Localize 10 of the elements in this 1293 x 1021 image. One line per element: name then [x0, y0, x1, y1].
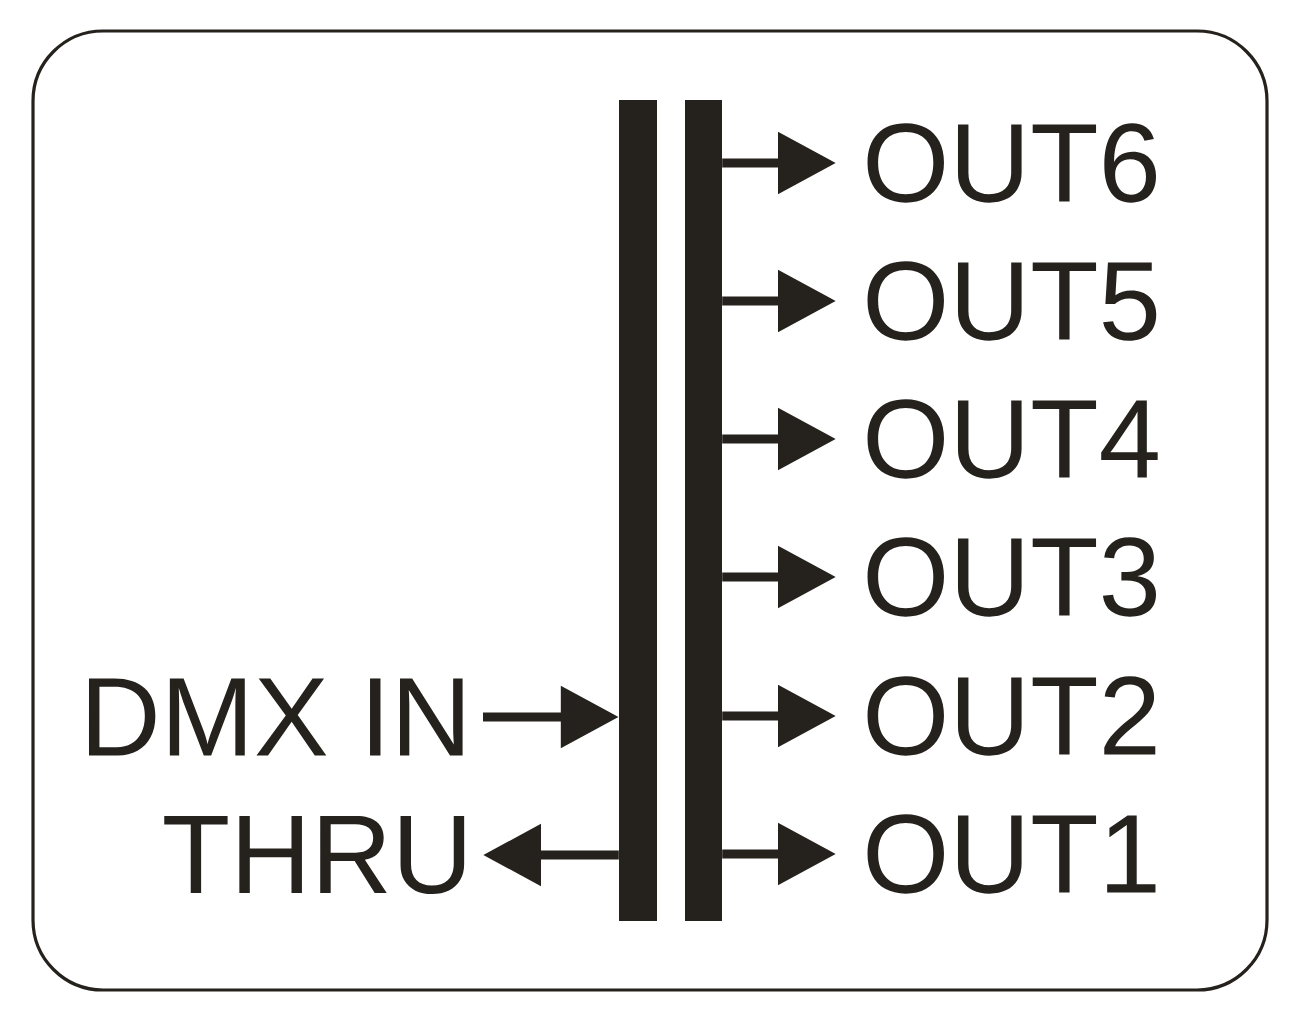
port-label: OUT2	[867, 676, 1156, 756]
port-label: OUT6	[867, 123, 1156, 203]
port-label: OUT1	[867, 814, 1156, 894]
vertical-bar	[619, 100, 657, 921]
port-label: OUT4	[867, 399, 1158, 479]
port-label: OUT3	[867, 537, 1156, 617]
port-label: DMX IN	[89, 678, 463, 756]
port-label: THRU	[164, 815, 465, 895]
vertical-bar	[685, 100, 722, 921]
port-label: OUT5	[867, 261, 1157, 341]
